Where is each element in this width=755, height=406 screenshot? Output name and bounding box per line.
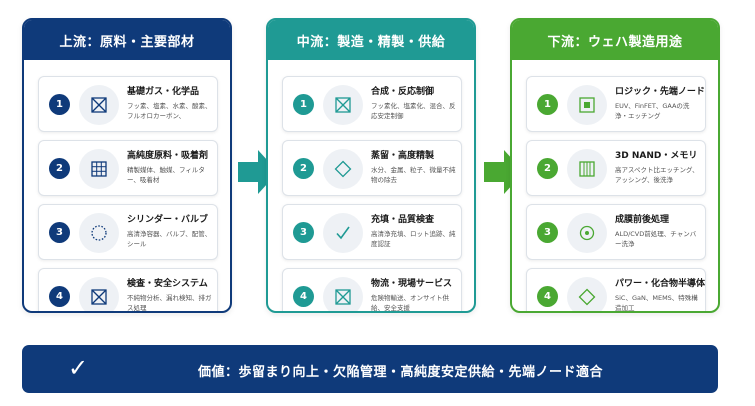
card-title: 検査・安全システム: [127, 279, 208, 289]
card-desc: 危険物輸送、オンサイト供給、安全支援: [371, 294, 449, 312]
card-title: 高純度原料・吸着剤: [127, 151, 209, 161]
diamond-icon: [567, 277, 607, 311]
card-title: 合成・反応制御: [371, 87, 435, 97]
step-number: 2: [293, 158, 314, 179]
step-number: 3: [293, 222, 314, 243]
card-synthesis: 1 合成・反応制御 フッ素化、塩素化、混合、反応安定制御: [282, 76, 462, 132]
card-distillation: 2 蒸留・高度精製 水分、金属、粒子、微量不純物の除去: [282, 140, 462, 196]
card-desc: EUV、FinFET、GAAの洗浄・エッチング: [615, 102, 690, 120]
card-basic-gases: 1 基礎ガス・化学品 フッ素、塩素、水素、酸素、フルオロカーボン、: [38, 76, 218, 132]
step-number: 4: [293, 286, 314, 307]
card-cylinder: 3 シリンダー・バルブ 高清浄容器、バルブ、配管、シール: [38, 204, 218, 260]
card-desc: 水分、金属、粒子、微量不純物の除去: [371, 166, 456, 184]
card-desc: フッ素、塩素、水素、酸素、フルオロカーボン、: [127, 102, 212, 120]
step-number: 1: [293, 94, 314, 115]
card-desc: 高清浄容器、バルブ、配管、シール: [127, 230, 212, 248]
card-deposition: 3 成膜前後処理 ALD/CVD前処理、チャンバー洗浄: [526, 204, 706, 260]
card-high-purity: 2 高純度原料・吸着剤 精製媒体、触媒、フィルター、吸着材: [38, 140, 218, 196]
square-dot-icon: [567, 85, 607, 125]
card-filling: 3 充填・品質検査 高清浄充填、ロット追跡、純度認証: [282, 204, 462, 260]
card-title: シリンダー・バルブ: [127, 215, 209, 225]
card-title: パワー・化合物半導体: [615, 279, 706, 289]
grid-icon: [79, 149, 119, 189]
card-title: 基礎ガス・化学品: [127, 87, 200, 97]
card-title: 3D NAND・メモリ: [615, 151, 698, 161]
card-desc: ALD/CVD前処理、チャンバー洗浄: [615, 230, 697, 248]
box-x-icon: [79, 277, 119, 311]
check-icon: [323, 213, 363, 253]
midstream-column: 中流：製造・精製・供給 1 合成・反応制御 フッ素化、塩素化、混合、反応安定制御…: [266, 18, 476, 313]
card-desc: 高清浄充填、ロット追跡、純度認証: [371, 230, 456, 248]
card-title: 成膜前後処理: [615, 215, 670, 225]
step-number: 2: [537, 158, 558, 179]
card-title: 物流・現場サービス: [371, 279, 453, 289]
card-logistics: 4 物流・現場サービス 危険物輸送、オンサイト供給、安全支援: [282, 268, 462, 312]
card-inspection-safety: 4 検査・安全システム 不純物分析、漏れ検知、排ガス処理: [38, 268, 218, 312]
card-desc: 精製媒体、触媒、フィルター、吸着材: [127, 166, 205, 184]
step-number: 1: [49, 94, 70, 115]
card-title: 蒸留・高度精製: [371, 151, 435, 161]
card-desc: 不純物分析、漏れ検知、排ガス処理: [127, 294, 212, 312]
card-desc: フッ素化、塩素化、混合、反応安定制御: [371, 102, 456, 120]
downstream-column: 下流：ウェハ製造用途 1 ロジック・先端ノード EUV、FinFET、GAAの洗…: [510, 18, 720, 313]
check-icon: ✓: [68, 354, 89, 382]
banner-text: 価値：歩留まり向上・欠陥管理・高純度安定供給・先端ノード適合: [198, 365, 604, 380]
card-power-semi: 4 パワー・化合物半導体 SiC、GaN、MEMS、特殊構造加工: [526, 268, 706, 312]
step-number: 1: [537, 94, 558, 115]
card-3d-nand: 2 3D NAND・メモリ 高アスペクト比エッチング、アッシング、後洗浄: [526, 140, 706, 196]
column-title: 中流：製造・精製・供給: [268, 20, 474, 60]
step-number: 4: [49, 286, 70, 307]
card-title: ロジック・先端ノード: [615, 87, 705, 97]
dotted-circle-icon: [79, 213, 119, 253]
card-title: 充填・品質検査: [371, 215, 435, 225]
bars-icon: [567, 149, 607, 189]
upstream-column: 上流：原料・主要部材 1 基礎ガス・化学品 フッ素、塩素、水素、酸素、フルオロカ…: [22, 18, 232, 313]
value-banner: ✓ 価値：歩留まり向上・欠陥管理・高純度安定供給・先端ノード適合: [22, 345, 718, 393]
step-number: 3: [49, 222, 70, 243]
card-desc: 高アスペクト比エッチング、アッシング、後洗浄: [615, 166, 699, 184]
box-x-icon: [323, 277, 363, 311]
step-number: 3: [537, 222, 558, 243]
column-title: 下流：ウェハ製造用途: [512, 20, 718, 60]
step-number: 4: [537, 286, 558, 307]
column-title: 上流：原料・主要部材: [24, 20, 230, 60]
box-x-icon: [323, 85, 363, 125]
card-desc: SiC、GaN、MEMS、特殊構造加工: [615, 294, 698, 312]
diamond-icon: [323, 149, 363, 189]
target-icon: [567, 213, 607, 253]
step-number: 2: [49, 158, 70, 179]
card-logic: 1 ロジック・先端ノード EUV、FinFET、GAAの洗浄・エッチング: [526, 76, 706, 132]
box-x-icon: [79, 85, 119, 125]
